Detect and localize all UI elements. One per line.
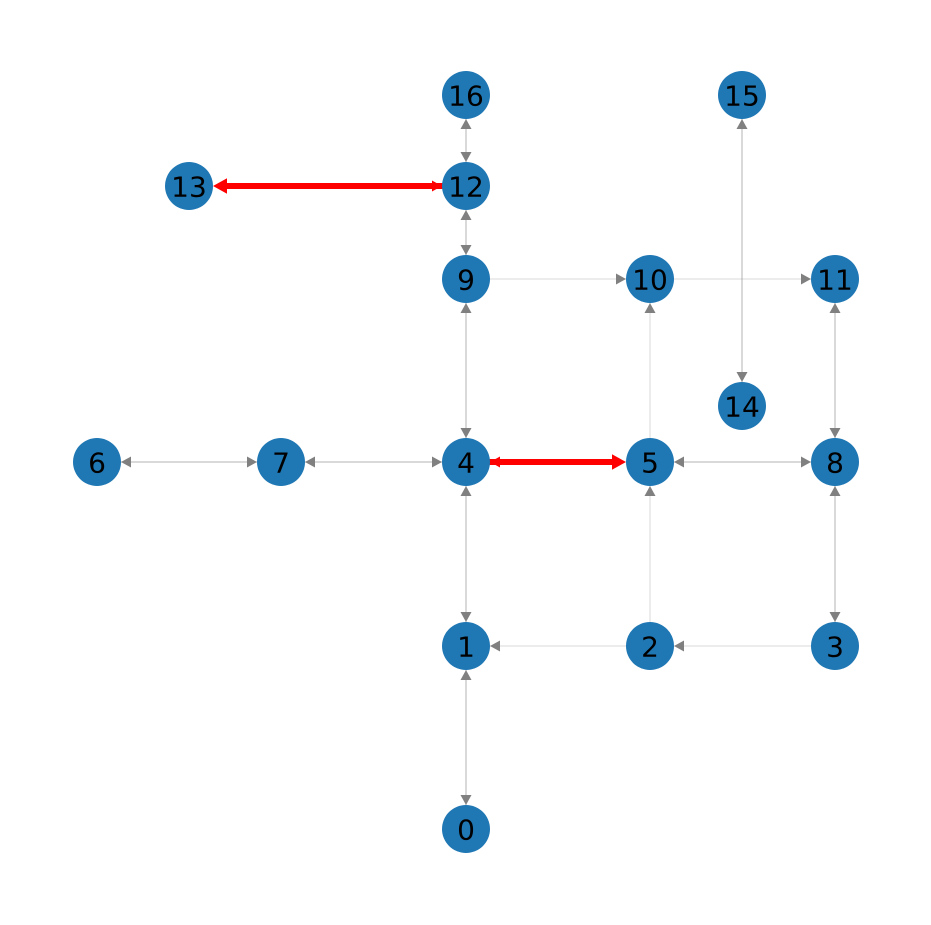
arrowhead-5-4 <box>490 456 500 468</box>
node-5: 5 <box>626 438 674 486</box>
arrowhead-6-7 <box>247 456 257 468</box>
arrowhead-15-14 <box>736 372 748 382</box>
arrowhead-4-1 <box>460 612 472 622</box>
node-circle <box>811 255 859 303</box>
arrowhead-8-11 <box>829 303 841 313</box>
node-circle <box>442 438 490 486</box>
node-label: 13 <box>171 171 207 204</box>
arrowhead-2-1 <box>490 640 500 652</box>
arrowhead-3-8 <box>829 486 841 496</box>
node-label: 3 <box>826 631 844 664</box>
node-14: 14 <box>718 382 766 430</box>
node-label: 16 <box>448 80 484 113</box>
arrowhead-14-15 <box>736 119 748 129</box>
node-circle <box>811 622 859 670</box>
node-circle <box>73 438 121 486</box>
node-13: 13 <box>165 162 213 210</box>
edges-layer <box>120 118 841 806</box>
node-label: 6 <box>88 447 106 480</box>
node-label: 9 <box>457 264 475 297</box>
node-circle <box>442 71 490 119</box>
node-circle <box>257 438 305 486</box>
node-circle <box>811 438 859 486</box>
node-8: 8 <box>811 438 859 486</box>
node-11: 11 <box>811 255 859 303</box>
arrowhead-12-13 <box>213 178 227 194</box>
node-circle <box>442 805 490 853</box>
arrowhead-10-11 <box>801 273 811 285</box>
node-7: 7 <box>257 438 305 486</box>
arrowhead-1-0 <box>460 795 472 805</box>
node-label: 2 <box>641 631 659 664</box>
node-4: 4 <box>442 438 490 486</box>
node-12: 12 <box>442 162 490 210</box>
node-label: 11 <box>817 264 853 297</box>
arrowhead-12-16 <box>460 119 472 129</box>
node-label: 0 <box>457 814 475 847</box>
arrowhead-4-7 <box>305 456 315 468</box>
arrowhead-4-5 <box>612 454 626 470</box>
node-label: 7 <box>272 447 290 480</box>
node-label: 4 <box>457 447 475 480</box>
node-circle <box>626 255 674 303</box>
arrowhead-5-8 <box>801 456 811 468</box>
node-label: 15 <box>724 80 760 113</box>
arrowhead-13-12 <box>432 180 442 192</box>
node-15: 15 <box>718 71 766 119</box>
node-6: 6 <box>73 438 121 486</box>
arrowhead-9-4 <box>460 428 472 438</box>
arrowhead-4-9 <box>460 303 472 313</box>
arrowhead-8-5 <box>674 456 684 468</box>
arrowhead-2-5 <box>644 486 656 496</box>
arrowhead-9-10 <box>616 273 626 285</box>
node-circle <box>626 438 674 486</box>
node-label: 14 <box>724 391 760 424</box>
node-circle <box>626 622 674 670</box>
node-circle <box>442 622 490 670</box>
node-16: 16 <box>442 71 490 119</box>
arrowhead-11-8 <box>829 428 841 438</box>
arrowhead-7-4 <box>432 456 442 468</box>
arrowhead-3-2 <box>674 640 684 652</box>
node-3: 3 <box>811 622 859 670</box>
node-label: 8 <box>826 447 844 480</box>
node-circle <box>718 71 766 119</box>
node-0: 0 <box>442 805 490 853</box>
node-10: 10 <box>626 255 674 303</box>
node-circle <box>442 162 490 210</box>
arrowhead-1-4 <box>460 486 472 496</box>
node-9: 9 <box>442 255 490 303</box>
arrowhead-0-1 <box>460 670 472 680</box>
arrowhead-12-9 <box>460 245 472 255</box>
arrowhead-16-12 <box>460 152 472 162</box>
arrowhead-8-3 <box>829 612 841 622</box>
node-1: 1 <box>442 622 490 670</box>
node-label: 5 <box>641 447 659 480</box>
node-label: 1 <box>457 631 475 664</box>
arrowhead-5-10 <box>644 303 656 313</box>
node-circle <box>165 162 213 210</box>
arrowhead-9-12 <box>460 210 472 220</box>
node-2: 2 <box>626 622 674 670</box>
arrowhead-7-6 <box>121 456 131 468</box>
node-label: 12 <box>448 171 484 204</box>
node-label: 10 <box>632 264 668 297</box>
node-circle <box>442 255 490 303</box>
node-circle <box>718 382 766 430</box>
